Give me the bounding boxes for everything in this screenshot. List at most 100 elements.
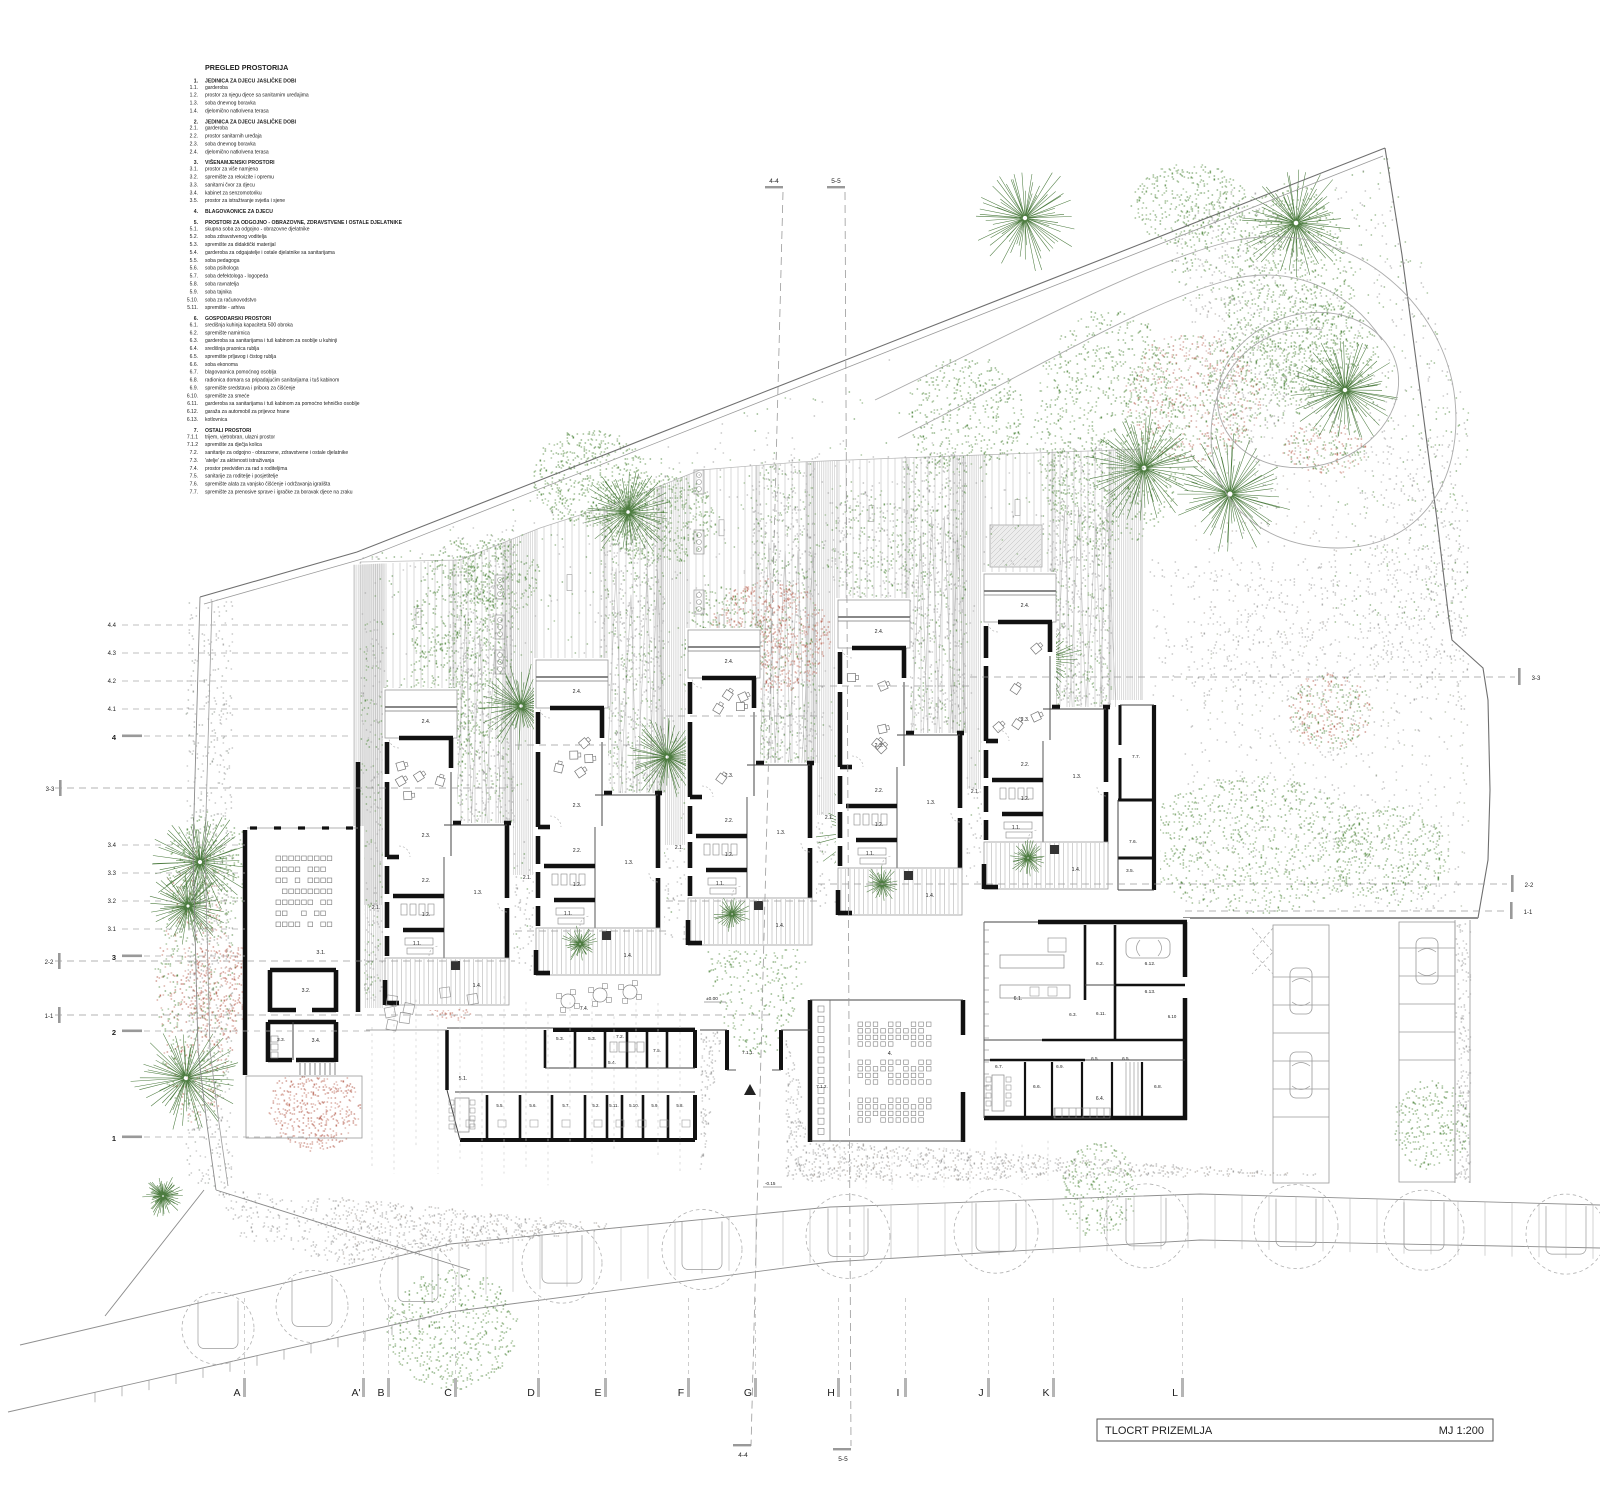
svg-text:GOSPODARSKI PROSTORI: GOSPODARSKI PROSTORI: [205, 316, 272, 322]
svg-text:±0.00: ±0.00: [706, 996, 718, 1002]
svg-text:5.10.: 5.10.: [187, 297, 198, 303]
svg-text:6.2.: 6.2.: [190, 330, 198, 336]
svg-text:2.: 2.: [194, 119, 199, 125]
svg-text:4-4: 4-4: [769, 178, 779, 185]
svg-text:VIŠENAMJENSKI PROSTORI: VIŠENAMJENSKI PROSTORI: [205, 158, 275, 166]
svg-text:središnja kuhinja kapaciteta 5: središnja kuhinja kapaciteta 500 obroka: [205, 322, 293, 328]
svg-text:2.3.: 2.3.: [573, 803, 582, 809]
svg-text:A': A': [351, 1387, 360, 1399]
svg-text:1.1.: 1.1.: [190, 85, 198, 91]
svg-text:3.5.: 3.5.: [190, 198, 198, 204]
svg-text:C: C: [444, 1387, 452, 1399]
svg-text:sanitarni čvor za djecu: sanitarni čvor za djecu: [205, 182, 255, 188]
svg-text:spremište prljavog i čistog ru: spremište prljavog i čistog rublja: [205, 354, 276, 360]
svg-text:središnja praonica rublja: središnja praonica rublja: [205, 346, 259, 352]
svg-text:2.3.: 2.3.: [725, 773, 734, 779]
svg-text:5.2.: 5.2.: [190, 234, 198, 240]
svg-text:5.1.: 5.1.: [459, 1076, 468, 1082]
svg-text:7.2.: 7.2.: [616, 1034, 624, 1040]
svg-text:1.4.: 1.4.: [473, 983, 482, 989]
svg-text:6.3.: 6.3.: [190, 338, 198, 344]
svg-text:7.3.: 7.3.: [190, 458, 198, 464]
svg-text:garderoba za odgajatelje i ost: garderoba za odgajatelje i ostale djelat…: [205, 250, 335, 256]
svg-text:1: 1: [112, 1134, 116, 1143]
svg-text:garaža za automobil za prijevo: garaža za automobil za prijevoz hrane: [205, 409, 290, 415]
svg-text:1.3.: 1.3.: [777, 830, 786, 836]
svg-text:6.6.: 6.6.: [1033, 1084, 1041, 1090]
svg-text:6.12.: 6.12.: [187, 409, 198, 415]
svg-text:7.6.: 7.6.: [1129, 839, 1137, 845]
svg-text:7.1.2: 7.1.2: [187, 442, 198, 448]
svg-text:2.1.: 2.1.: [372, 905, 380, 911]
svg-text:1.2.: 1.2.: [573, 882, 581, 888]
svg-text:spremište za didaktički materi: spremište za didaktički materijal: [205, 242, 276, 248]
svg-text:2.4.: 2.4.: [875, 629, 884, 635]
svg-text:2.2.: 2.2.: [190, 134, 198, 140]
svg-text:1.1.: 1.1.: [1012, 825, 1020, 831]
svg-text:1.3.: 1.3.: [625, 860, 634, 866]
svg-text:spremište alata za vanjsko čiš: spremište alata za vanjsko čišćenje i od…: [205, 482, 331, 488]
svg-text:3.2: 3.2: [108, 899, 117, 905]
svg-text:2.2.: 2.2.: [725, 818, 733, 824]
svg-text:1.1.: 1.1.: [564, 911, 572, 917]
svg-text:soba ravnatelja: soba ravnatelja: [205, 282, 239, 288]
svg-text:radionica domara sa pripadajuć: radionica domara sa pripadajućim sanitar…: [205, 378, 339, 384]
svg-text:3.4.: 3.4.: [190, 190, 198, 196]
svg-text:1.4.: 1.4.: [1072, 867, 1081, 873]
svg-text:5.2.: 5.2.: [592, 1103, 599, 1108]
svg-text:6.1.: 6.1.: [190, 322, 198, 328]
svg-text:7.5.: 7.5.: [190, 474, 198, 480]
svg-text:L: L: [1172, 1387, 1178, 1399]
svg-text:5.: 5.: [194, 220, 199, 226]
svg-text:3.3.: 3.3.: [277, 1037, 285, 1043]
svg-text:5.5.: 5.5.: [496, 1103, 503, 1108]
svg-text:5.3.: 5.3.: [190, 242, 198, 248]
svg-text:3.1: 3.1: [108, 927, 117, 933]
svg-text:JEDINICA ZA DJECU JASLIČKE DOB: JEDINICA ZA DJECU JASLIČKE DOBI: [205, 118, 297, 125]
svg-text:prostor za njegu djece sa sani: prostor za njegu djece sa sanitarnim ure…: [205, 93, 309, 99]
svg-text:1.1.: 1.1.: [716, 881, 724, 887]
svg-text:6.5.: 6.5.: [1122, 1056, 1130, 1061]
svg-text:2.2.: 2.2.: [875, 788, 883, 794]
svg-text:2.1.: 2.1.: [190, 126, 198, 132]
svg-text:E: E: [594, 1387, 601, 1399]
svg-text:spremište za prenosive sprave: spremište za prenosive sprave i igračke …: [205, 489, 353, 495]
svg-text:4.3: 4.3: [108, 651, 117, 657]
svg-text:soba defektologa - logopeda: soba defektologa - logopeda: [205, 274, 268, 280]
svg-text:spremište za dječja kolica: spremište za dječja kolica: [205, 442, 262, 448]
svg-text:5.7.: 5.7.: [562, 1103, 569, 1108]
svg-text:3-3: 3-3: [1532, 676, 1541, 682]
svg-text:garderoba: garderoba: [205, 85, 228, 91]
svg-text:3.1.: 3.1.: [190, 167, 198, 173]
svg-text:6.1.: 6.1.: [1014, 996, 1023, 1002]
svg-text:1.2.: 1.2.: [190, 93, 198, 99]
svg-text:6.8.: 6.8.: [1154, 1084, 1162, 1090]
svg-text:3.4.: 3.4.: [312, 1038, 321, 1044]
svg-text:1-1: 1-1: [1524, 910, 1533, 916]
svg-text:6.3.: 6.3.: [1069, 1012, 1077, 1017]
svg-text:3.2.: 3.2.: [190, 175, 198, 181]
svg-text:garderoba sa sanitarijama i tu: garderoba sa sanitarijama i tuš kabinom …: [205, 401, 360, 407]
svg-text:1.4.: 1.4.: [624, 953, 633, 959]
svg-text:2.3.: 2.3.: [1021, 717, 1030, 723]
svg-text:spremište namirnica: spremište namirnica: [205, 330, 250, 336]
svg-text:6.2.: 6.2.: [1096, 961, 1104, 967]
svg-text:5.9.: 5.9.: [651, 1103, 658, 1108]
svg-text:1.4.: 1.4.: [190, 108, 198, 114]
svg-text:5.7.: 5.7.: [190, 274, 198, 280]
svg-text:OSTALI PROSTORI: OSTALI PROSTORI: [205, 428, 252, 434]
svg-text:2.4.: 2.4.: [422, 719, 431, 725]
svg-text:A: A: [233, 1387, 240, 1399]
svg-text:garderoba sa sanitarijama i tu: garderoba sa sanitarijama i tuš kabinom …: [205, 338, 337, 344]
svg-text:4-4: 4-4: [738, 1452, 748, 1459]
svg-text:djelomično natkrivena terasa: djelomično natkrivena terasa: [205, 149, 269, 155]
svg-text:6.: 6.: [194, 316, 199, 322]
svg-text:2.1.: 2.1.: [523, 875, 531, 881]
svg-text:djelomično natkrivena terasa: djelomično natkrivena terasa: [205, 108, 269, 114]
svg-text:soba tajnika: soba tajnika: [205, 289, 232, 295]
svg-text:4.1: 4.1: [108, 707, 117, 713]
svg-text:spremište za rekvizite i oprem: spremište za rekvizite i opremu: [205, 175, 274, 181]
svg-text:3.3: 3.3: [108, 871, 117, 877]
svg-text:5.4.: 5.4.: [190, 250, 198, 256]
svg-text:5.3.: 5.3.: [556, 1036, 564, 1042]
